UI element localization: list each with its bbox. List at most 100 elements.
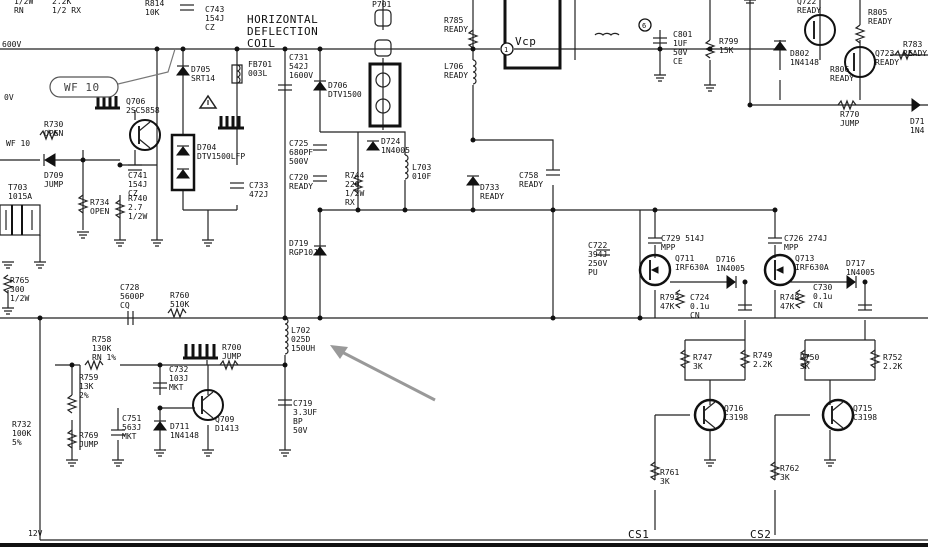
- inductor-l703: [404, 154, 409, 180]
- label-line: 394J: [588, 250, 607, 259]
- resistor-r747: [679, 349, 691, 369]
- capacitor-c732: [153, 382, 167, 389]
- label-line: R732: [12, 420, 31, 429]
- label-line: 300: [10, 285, 25, 294]
- label-line: C729 514J: [661, 234, 704, 243]
- rail-12v: 12V: [28, 529, 43, 538]
- label-wf10: WF 10: [6, 139, 30, 148]
- resistor-r748: [794, 289, 806, 309]
- label-line: 680PF: [289, 148, 313, 157]
- label-line: RGP10J: [289, 248, 318, 257]
- ground-symbols: [2, 0, 836, 467]
- label-line: C719: [293, 399, 312, 408]
- capacitor-c751: [111, 429, 125, 436]
- label-line: MPP: [661, 243, 676, 252]
- label-line: R770: [840, 110, 859, 119]
- connector-p701-label: P701: [372, 0, 391, 9]
- label-line: R744: [345, 171, 364, 180]
- label-line: Q706: [126, 97, 145, 106]
- label-line: R793: [660, 293, 679, 302]
- label-line: R785: [444, 16, 463, 25]
- label-line: SRT14: [191, 74, 215, 83]
- label-line: 542J: [289, 62, 308, 71]
- resistor-r730: [39, 129, 59, 141]
- label-line: R769: [79, 431, 98, 440]
- annotation-arrow: [330, 345, 436, 402]
- label-line: C3198: [853, 413, 877, 422]
- resistor-r785: [467, 29, 479, 49]
- label-line: R740: [128, 194, 147, 203]
- output-cs2: CS2: [750, 528, 771, 541]
- heatsink-2: [218, 116, 244, 130]
- resistor-r700: [219, 359, 239, 371]
- label-line: 2.2K: [753, 360, 772, 369]
- label-line: C725: [289, 139, 308, 148]
- label-line: 2SC5858: [126, 106, 160, 115]
- label-line: DTV1500LFP: [197, 152, 245, 161]
- diode-d716: [726, 275, 737, 289]
- label-line: 5600P: [120, 292, 144, 301]
- label-line: C720: [289, 173, 308, 182]
- label-line: 472J: [249, 190, 268, 199]
- diode-d733: [466, 175, 480, 186]
- capacitor-c725: [313, 144, 327, 151]
- resistor-r765: [2, 274, 14, 294]
- warning-icon: [198, 94, 218, 109]
- label-line: 1/2W: [14, 0, 33, 6]
- label-line: Q723: [875, 49, 894, 58]
- label-line: D706: [328, 81, 347, 90]
- label-line: C724: [690, 293, 709, 302]
- label-line: D71: [910, 117, 925, 126]
- capacitor-c729: [648, 237, 662, 244]
- resistor-r758: [84, 359, 104, 371]
- label-line: D717: [846, 259, 865, 268]
- mosfet-q711: [638, 253, 672, 287]
- label-line: 3K: [693, 362, 703, 371]
- label-line: 010F: [412, 172, 431, 181]
- resistor-r793: [674, 289, 686, 309]
- label-line: D704: [197, 143, 216, 152]
- resistor-r744: [352, 174, 364, 194]
- label-line: C741: [128, 171, 147, 180]
- label-line: DTV1500: [328, 90, 362, 99]
- transistor-q722: [804, 14, 836, 46]
- label-line: Q715: [853, 404, 872, 413]
- coil-title-line3: COIL: [247, 37, 276, 50]
- coil-title-line1: HORIZONTAL: [247, 13, 318, 26]
- label-line: 1015A: [8, 192, 32, 201]
- label-line: 130K: [92, 344, 111, 353]
- label-line: R700: [222, 343, 241, 352]
- label-line: READY: [830, 74, 854, 83]
- resistor-r761: [649, 461, 661, 481]
- label-line: R765: [10, 276, 29, 285]
- label-line: C726 274J: [784, 234, 827, 243]
- label-line: 1/2W: [10, 294, 29, 303]
- resistor-r783: [894, 49, 914, 61]
- label-line: C801: [673, 30, 692, 39]
- resistor-r770: [837, 99, 857, 111]
- label-line: R814: [145, 0, 164, 8]
- label-line: 0.1u: [690, 302, 709, 311]
- label-line: D724: [381, 137, 400, 146]
- label-line: L706: [444, 62, 463, 71]
- label-line: READY: [903, 49, 927, 58]
- label-line: CZ: [205, 23, 215, 32]
- label-line: 3K: [660, 477, 670, 486]
